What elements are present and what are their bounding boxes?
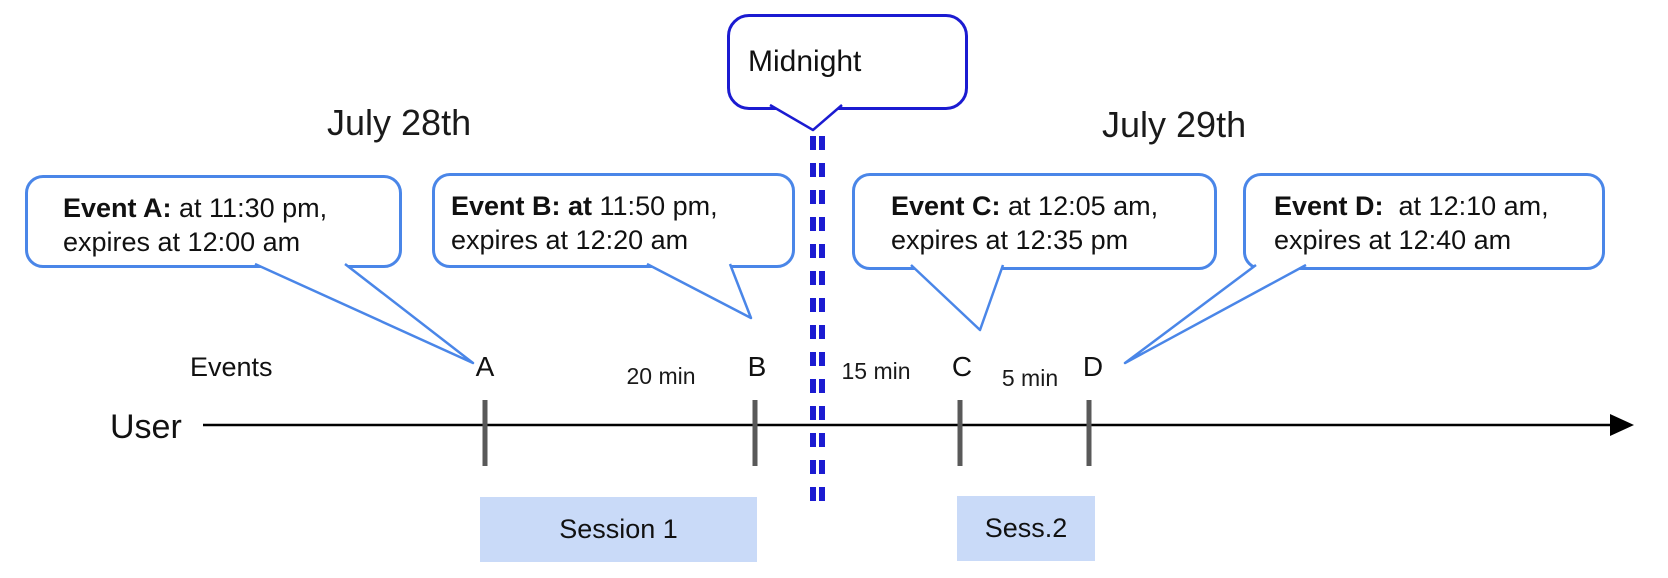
event-d-callout: Event D: at 12:10 am, expires at 12:40 a… [1243, 173, 1605, 270]
event-b-callout: Event B: at 11:50 pm, expires at 12:20 a… [432, 173, 795, 268]
session-1-box: Session 1 [480, 497, 757, 562]
event-a-callout-tail [254, 262, 475, 365]
event-a-time: at 11:30 pm, [171, 193, 328, 223]
date-heading-july-28: July 28th [327, 102, 472, 143]
event-b-line2: expires at 12:20 am [451, 225, 689, 255]
event-c-title: Event C: [891, 191, 1001, 221]
event-b-title: Event B: at [451, 191, 593, 221]
event-c-time: at 12:05 am, [1000, 191, 1159, 221]
event-c-callout-tail [910, 264, 1005, 332]
midnight-label: Midnight [748, 45, 862, 78]
session-2-label: Sess.2 [984, 513, 1068, 543]
session-1-label: Session 1 [559, 514, 678, 544]
event-a-callout: Event A: at 11:30 pm, expires at 12:00 a… [25, 175, 402, 268]
event-a-title: Event A: [63, 193, 172, 223]
event-d-time: at 12:10 am, [1383, 191, 1549, 221]
event-d-line2: expires at 12:40 am [1274, 225, 1512, 255]
midnight-callout: Midnight [727, 14, 968, 110]
events-axis-label: Events [190, 352, 273, 382]
user-axis-label: User [110, 408, 182, 446]
event-b-callout-tail [646, 262, 753, 320]
event-a-line1: Event A: at 11:30 pm, [63, 191, 399, 225]
gap-label-20min: 20 min [626, 363, 696, 389]
event-a-line2: expires at 12:00 am [63, 227, 301, 257]
event-d-title: Event D: [1274, 191, 1384, 221]
tick-label-a: A [475, 351, 495, 382]
event-b-time: 11:50 pm, [592, 191, 718, 221]
event-b-line1: Event B: at 11:50 pm, [451, 189, 792, 223]
tick-label-c: C [951, 351, 973, 382]
event-d-line1: Event D: at 12:10 am, [1274, 189, 1602, 223]
timeline-arrowhead-icon [1610, 414, 1634, 436]
event-c-line1: Event C: at 12:05 am, [891, 189, 1214, 223]
gap-label-15min: 15 min [841, 358, 911, 384]
tick-label-b: B [747, 351, 767, 382]
session-2-box: Sess.2 [957, 496, 1095, 561]
tick-label-d: D [1082, 351, 1104, 382]
gap-label-5min: 5 min [1001, 365, 1059, 391]
date-heading-july-29: July 29th [1102, 104, 1247, 145]
event-c-callout: Event C: at 12:05 am, expires at 12:35 p… [852, 173, 1217, 270]
event-d-callout-tail [1123, 263, 1307, 365]
event-c-line2: expires at 12:35 pm [891, 225, 1129, 255]
